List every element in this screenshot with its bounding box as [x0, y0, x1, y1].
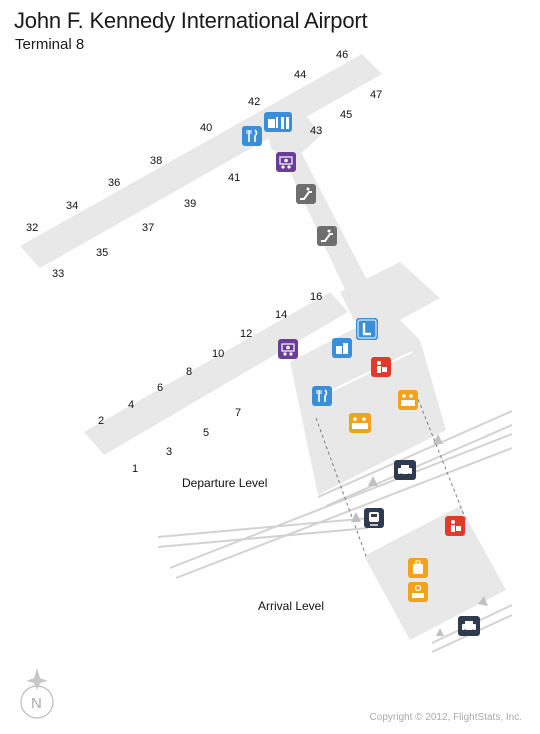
gate-34: 34 [66, 200, 78, 212]
gate-46: 46 [336, 49, 348, 61]
departure-hall [290, 310, 446, 495]
gate-7: 7 [235, 407, 241, 419]
gate-41: 41 [228, 172, 240, 184]
gate-labels: 1 2 3 4 5 6 7 8 10 12 14 16 32 33 34 35 … [26, 49, 382, 475]
airplane-icon [26, 668, 48, 690]
currency-exchange-icon[interactable] [278, 339, 298, 359]
compass: N [20, 668, 54, 719]
shopping-icon[interactable] [278, 112, 292, 132]
gate-42: 42 [248, 96, 260, 108]
gate-4: 4 [128, 399, 134, 411]
baggage-icon[interactable] [408, 558, 428, 578]
gate-14: 14 [275, 309, 287, 321]
shopping-icon[interactable] [332, 338, 352, 358]
level-links [315, 393, 467, 557]
gate-44: 44 [294, 69, 306, 81]
gate-2: 2 [98, 415, 104, 427]
lounge-icon[interactable] [356, 318, 378, 340]
arrival-level-label: Arrival Level [258, 599, 324, 613]
check-in-icon[interactable] [371, 357, 391, 377]
gate-40: 40 [200, 122, 212, 134]
baggage-service-icon[interactable] [398, 390, 418, 410]
taxi-icon[interactable] [458, 616, 480, 636]
gate-33: 33 [52, 268, 64, 280]
gate-47: 47 [370, 89, 382, 101]
upper-concourse [20, 54, 382, 268]
map-title: John F. Kennedy International Airport [14, 8, 368, 33]
baggage-service-icon[interactable] [408, 582, 428, 602]
gate-37: 37 [142, 222, 154, 234]
terminal-building [20, 54, 506, 640]
lower-concourse [84, 292, 348, 455]
restaurant-icon[interactable] [312, 386, 332, 406]
baggage-service-icon[interactable] [349, 413, 371, 433]
currency-exchange-icon[interactable] [276, 152, 296, 172]
road-arrows [351, 434, 488, 636]
airtrain-icon[interactable] [364, 508, 384, 528]
copyright-notice: Copyright © 2012, FlightStats, Inc. [369, 712, 522, 723]
gate-36: 36 [108, 177, 120, 189]
gate-16: 16 [310, 291, 322, 303]
escalator-icon[interactable] [317, 226, 337, 246]
gate-43: 43 [310, 125, 322, 137]
gate-35: 35 [96, 247, 108, 259]
arrival-hall [364, 506, 506, 640]
gate-10: 10 [212, 348, 224, 360]
gate-6: 6 [157, 382, 163, 394]
taxi-icon[interactable] [394, 460, 416, 480]
restaurant-icon[interactable] [242, 126, 262, 146]
gate-12: 12 [240, 328, 252, 340]
gate-3: 3 [166, 446, 172, 458]
main-hub [340, 262, 440, 320]
gate-8: 8 [186, 366, 192, 378]
gate-5: 5 [203, 427, 209, 439]
gate-45: 45 [340, 109, 352, 121]
gate-32: 32 [26, 222, 38, 234]
compass-north-label: N [31, 695, 42, 712]
gate-1: 1 [132, 463, 138, 475]
escalator-icon[interactable] [296, 184, 316, 204]
gate-39: 39 [184, 198, 196, 210]
map-subtitle: Terminal 8 [15, 36, 85, 53]
gate-38: 38 [150, 155, 162, 167]
check-in-icon[interactable] [445, 516, 465, 536]
departure-level-label: Departure Level [182, 476, 267, 490]
